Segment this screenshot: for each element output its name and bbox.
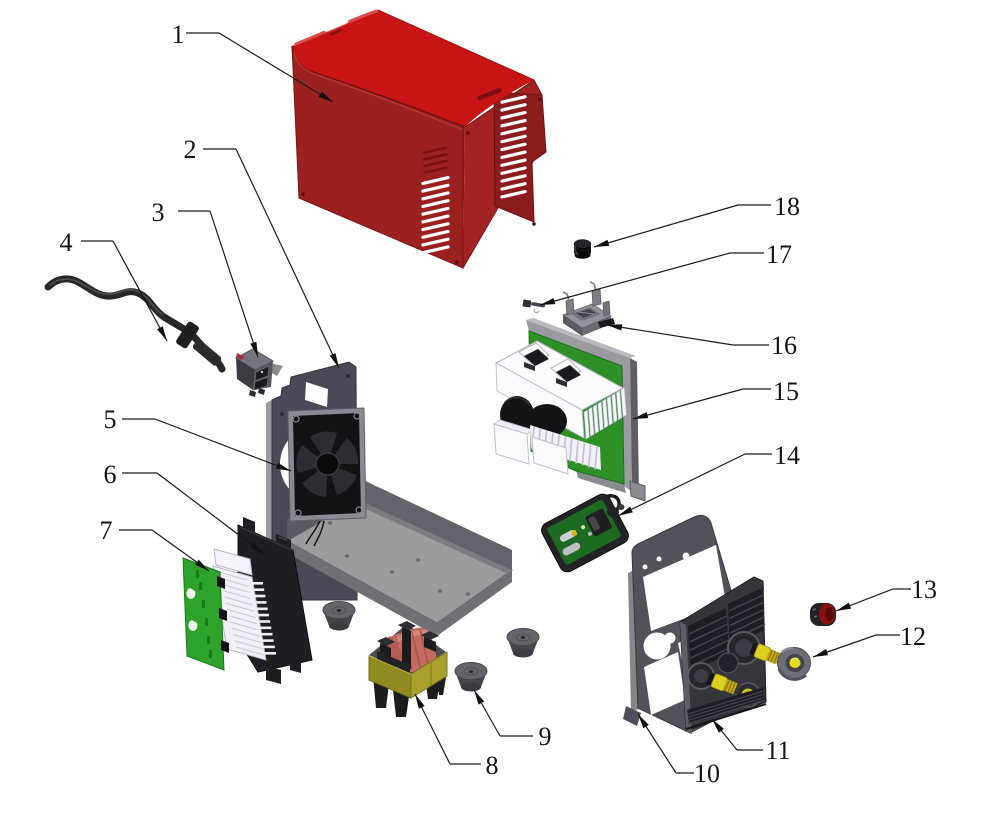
svg-text:11: 11	[765, 736, 790, 765]
svg-text:16: 16	[771, 331, 797, 360]
svg-text:18: 18	[774, 192, 800, 221]
svg-text:8: 8	[486, 751, 499, 780]
svg-text:5: 5	[104, 405, 117, 434]
svg-text:10: 10	[694, 759, 720, 788]
svg-text:2: 2	[184, 135, 197, 164]
svg-text:4: 4	[60, 228, 73, 257]
svg-text:9: 9	[539, 722, 552, 751]
svg-text:15: 15	[773, 377, 799, 406]
svg-text:7: 7	[100, 516, 113, 545]
svg-text:17: 17	[766, 240, 792, 269]
svg-text:6: 6	[104, 460, 117, 489]
svg-text:13: 13	[911, 575, 937, 604]
svg-text:1: 1	[172, 20, 185, 49]
svg-text:12: 12	[900, 622, 926, 651]
svg-text:14: 14	[774, 441, 800, 470]
svg-text:3: 3	[152, 198, 165, 227]
